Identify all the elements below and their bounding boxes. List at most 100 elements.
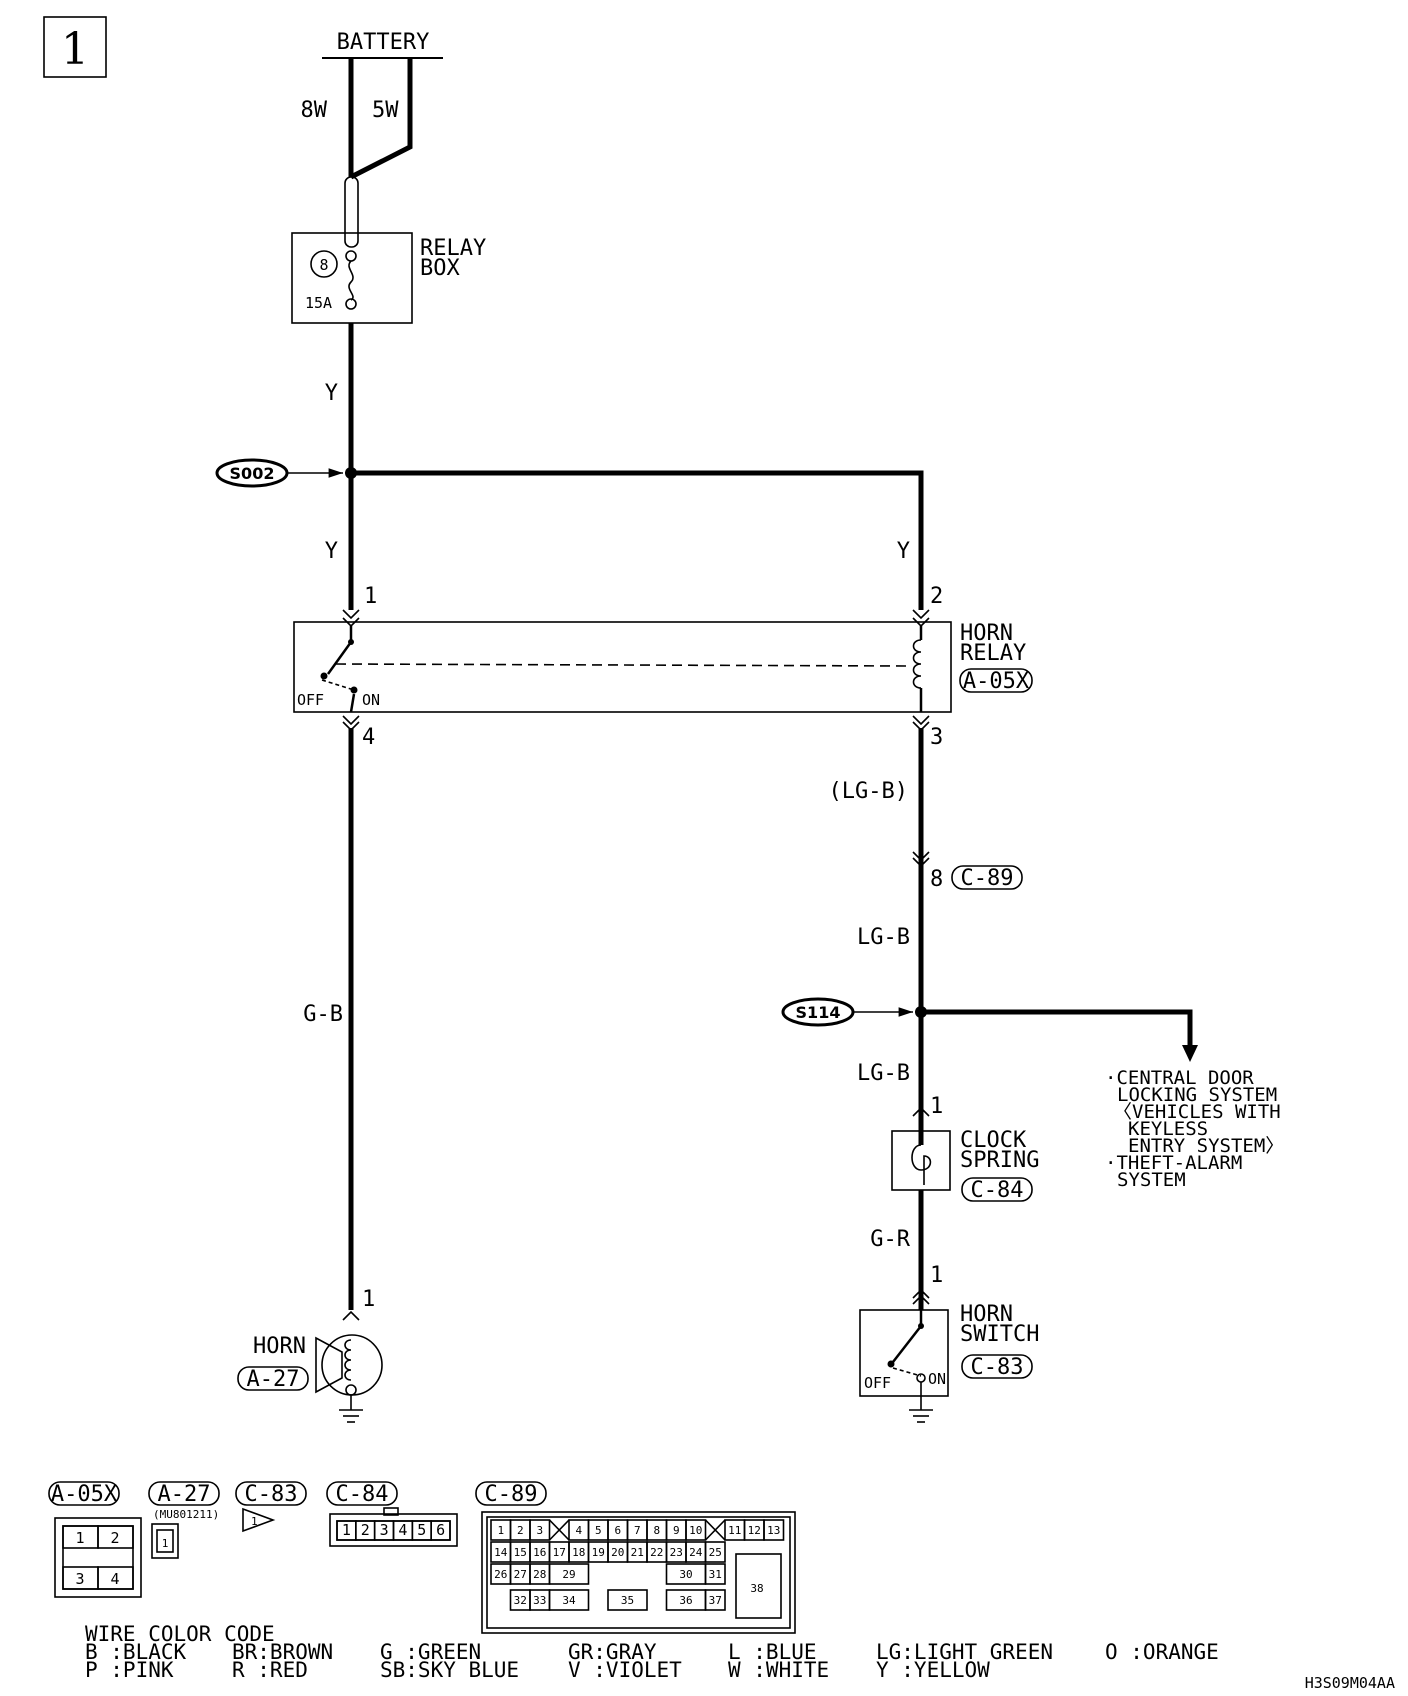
clock-spring: 1 CLOCK SPRING C-84 — [891, 1094, 1039, 1203]
c89-pin-cell — [704, 1541, 726, 1563]
c89-pin-label: 8 — [653, 1524, 660, 1537]
wire-branch-right — [921, 1009, 1193, 1045]
legend-r1-7: O :ORANGE — [1105, 1640, 1219, 1664]
a05x-pin-4: 4 — [110, 1570, 119, 1588]
c89-pin-label: 32 — [514, 1594, 527, 1607]
c89-pin-label: 3 — [536, 1524, 543, 1537]
legend-r2-1: P :PINK — [85, 1658, 174, 1682]
horn-switch: 1 OFF ON HORN SWITCH C-83 — [859, 1263, 1039, 1423]
c89-pin-cell — [548, 1589, 590, 1611]
c84-pin-label: 4 — [398, 1521, 407, 1539]
c89-pin-label: 36 — [679, 1594, 692, 1607]
legend-r2-3: SB:SKY BLUE — [380, 1658, 519, 1682]
horn-switch-label-2: SWITCH — [960, 1322, 1039, 1347]
c83-view-label: C-83 — [245, 1482, 298, 1507]
wire-y-left-label: Y — [325, 539, 338, 564]
c84-pin-label: 5 — [417, 1521, 426, 1539]
wire-5w-label: 5W — [372, 98, 399, 123]
a05x-pin-1: 1 — [75, 1529, 84, 1547]
c89-pin-label: 21 — [631, 1546, 644, 1559]
c89-blank-cavity — [548, 1519, 570, 1541]
c89-pin-label: 23 — [670, 1546, 683, 1559]
c84-pin-label: 2 — [361, 1521, 370, 1539]
wire-8w-label: 8W — [301, 98, 328, 123]
c89-pin-label: 16 — [533, 1546, 546, 1559]
a27-arrow-pin: 1 — [251, 1515, 258, 1528]
clock-spring-pin: 1 — [930, 1094, 943, 1119]
splice-s002-label: S002 — [230, 464, 275, 483]
a05x-pin-2: 2 — [110, 1529, 119, 1547]
horn-relay-pin-2: 2 — [930, 584, 943, 609]
splice-s114-label: S114 — [796, 1003, 841, 1022]
a27-pin-1: 1 — [162, 1537, 169, 1550]
inline-connector-c89: 8 C-89 — [912, 851, 1023, 892]
branch-note: ·CENTRAL DOOR LOCKING SYSTEM 〈VEHICLES W… — [1105, 1067, 1284, 1191]
horn-connector: A-27 — [247, 1367, 300, 1392]
c89-pin-label: 31 — [709, 1568, 722, 1581]
c89-pin-cell — [704, 1589, 726, 1611]
legend-title: WIRE COLOR CODE — [85, 1622, 275, 1646]
c89-pin-label: 4 — [575, 1524, 582, 1537]
horn-relay-off: OFF — [297, 691, 324, 709]
c89-pin-label: 33 — [533, 1594, 546, 1607]
legend-r2-5: W :WHITE — [728, 1658, 829, 1682]
horn: 1 HORN A-27 — [237, 1287, 383, 1423]
horn-pin: 1 — [362, 1287, 375, 1312]
c89-blank-cavity — [704, 1519, 726, 1541]
horn-relay-on: ON — [362, 691, 380, 709]
c89-pin-cell — [607, 1589, 648, 1611]
clock-spring-label-1: CLOCK — [960, 1128, 1027, 1153]
c89-pin-cell — [529, 1519, 551, 1541]
a27-part-number: (MU801211) — [153, 1508, 219, 1521]
c89-pin-label: 7 — [634, 1524, 641, 1537]
c89-pin-cell — [704, 1563, 726, 1585]
fusible-link — [344, 176, 359, 248]
a27-view-label: A-27 — [158, 1482, 211, 1507]
c84-view-label: C-84 — [336, 1482, 389, 1507]
c89-pin-label: 28 — [533, 1568, 546, 1581]
c89-pin-label: 13 — [767, 1524, 780, 1537]
c89-pin-label: 27 — [514, 1568, 527, 1581]
c89-pin-label: 19 — [592, 1546, 605, 1559]
splice-s002: S002 — [215, 458, 357, 488]
c89-pin-label: 10 — [689, 1524, 702, 1537]
c84-pin-label: 1 — [342, 1521, 351, 1539]
c89-pin-label: 1 — [497, 1524, 504, 1537]
branch-note-line-2: LOCKING SYSTEM — [1117, 1084, 1277, 1106]
branch-note-line-3: 〈VEHICLES WITH — [1113, 1101, 1281, 1123]
wire-y-branch — [351, 470, 924, 610]
c89-pin-label: 18 — [572, 1546, 585, 1559]
horn-switch-pin: 1 — [930, 1263, 943, 1288]
horn-relay-label-1: HORN — [960, 621, 1013, 646]
legend-r2-4: V :VIOLET — [568, 1658, 682, 1682]
branch-note-line-5: ENTRY SYSTEM〉 — [1128, 1135, 1284, 1157]
c89-pin-cell — [548, 1563, 590, 1585]
page-number-box: 1 — [43, 16, 107, 78]
legend-r1-6: LG:LIGHT GREEN — [876, 1640, 1053, 1664]
a05x-view-label: A-05X — [51, 1482, 118, 1507]
fuse-number: 8 — [319, 256, 328, 274]
legend-r1-4: GR:GRAY — [568, 1640, 657, 1664]
c89-pin-label: 14 — [494, 1546, 508, 1559]
clock-spring-connector: C-84 — [971, 1178, 1024, 1203]
c89-connector-label: C-89 — [961, 866, 1014, 891]
c84-pin-label: 6 — [436, 1521, 445, 1539]
c89-pin-38: 38 — [750, 1582, 763, 1595]
splice-s114: S114 — [781, 997, 927, 1027]
wire-y-right-label: Y — [897, 539, 910, 564]
horn-switch-on: ON — [928, 1370, 946, 1388]
c89-pin-label: 2 — [517, 1524, 524, 1537]
battery-label: BATTERY — [337, 30, 430, 55]
legend-r2-6: Y :YELLOW — [876, 1658, 990, 1682]
clock-spring-label-2: SPRING — [960, 1148, 1039, 1173]
c89-pin-label: 35 — [621, 1594, 634, 1607]
connector-view-c83: C-83 — [235, 1481, 307, 1507]
horn-relay-pin-3: 3 — [930, 725, 943, 750]
wire-color-legend: WIRE COLOR CODE B :BLACK BR:BROWN G :GRE… — [85, 1622, 1219, 1682]
c89-pin-label: 30 — [679, 1568, 692, 1581]
branch-note-line-4: KEYLESS — [1128, 1118, 1208, 1140]
horn-relay-label-2: RELAY — [960, 641, 1026, 666]
c89-pin-label: 6 — [614, 1524, 621, 1537]
branch-arrowhead — [1182, 1045, 1198, 1062]
